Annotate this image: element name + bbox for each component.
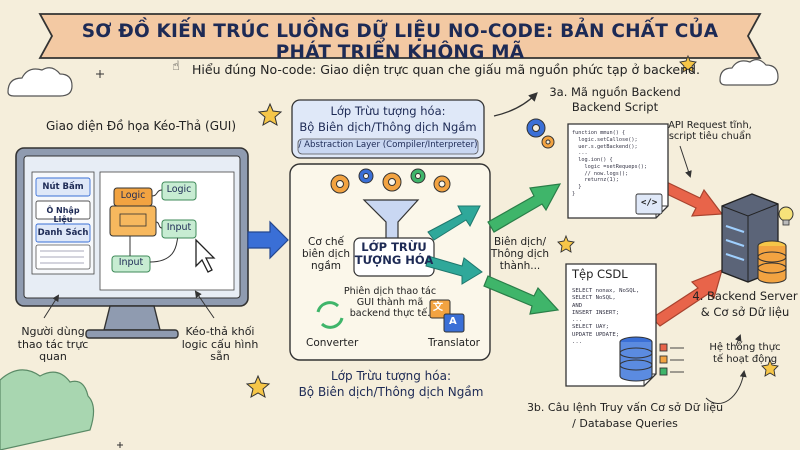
arrow-to-database bbox=[483, 275, 560, 315]
abstraction-title-line1: Lớp Trừu tượng hóa: bbox=[330, 104, 446, 118]
arrow-database-to-server bbox=[651, 268, 723, 327]
star-icon bbox=[679, 54, 697, 73]
backend-title-line2: Backend Script bbox=[571, 100, 659, 114]
star-icon bbox=[245, 374, 271, 399]
logic-block-a-label: Logic bbox=[120, 190, 146, 201]
abstraction-title-line2: Bộ Biên dịch/Thông dịch Ngầm bbox=[299, 120, 477, 134]
database-caption-line2: / Database Queries bbox=[572, 417, 678, 430]
backend-note: API Request tĩnh, script tiêu chuẩn bbox=[668, 120, 752, 143]
abstraction-title-box bbox=[291, 99, 485, 159]
converter-label: Converter bbox=[306, 337, 359, 349]
gear-icon bbox=[433, 175, 451, 193]
core-label-box bbox=[353, 237, 435, 277]
backend-title-line1: 3a. Mã nguồn Backend bbox=[549, 85, 681, 99]
recycle-arrows-icon bbox=[316, 301, 344, 329]
star-icon bbox=[557, 234, 575, 253]
gear-icon bbox=[410, 168, 426, 184]
translator-label: Translator bbox=[428, 337, 480, 349]
database-code: SELECT nonax, NoSQL, SELECT NoSQL, AND I… bbox=[572, 288, 640, 345]
gui-caption-right: Kéo-thả khối logic cấu hình sẵn bbox=[181, 325, 259, 364]
abstraction-footer-line1: Lớp Trừu tượng hóa: bbox=[330, 369, 452, 383]
abstraction-footer-line2: Bộ Biên dịch/Thông dịch Ngầm bbox=[298, 385, 484, 399]
arrow-abstraction-teal bbox=[425, 205, 483, 285]
backend-code: function mmun() { logic.setCallose(); ue… bbox=[572, 130, 647, 197]
server-title-line2: & Cơ sở Dữ liệu bbox=[700, 305, 790, 319]
backend-script-document bbox=[567, 123, 669, 219]
database-caption-line1: 3b. Câu lệnh Truy vấn Cơ sở Dữ liệu bbox=[526, 401, 724, 414]
cursor-icon bbox=[195, 238, 216, 273]
code-brackets-icon: </> bbox=[641, 198, 658, 208]
sparkle-decoration bbox=[96, 70, 123, 448]
translate-glyph-b: A bbox=[449, 316, 457, 327]
component-panel bbox=[31, 171, 95, 275]
input-block-a-label: Input bbox=[166, 222, 192, 233]
gear-icon bbox=[382, 172, 402, 192]
arrow-gui-to-abstraction bbox=[247, 220, 289, 260]
checklist-icon bbox=[659, 343, 684, 376]
flow-label: Biên dịch/ Thông dịch thành... bbox=[490, 236, 550, 273]
arrow-to-backend-script bbox=[487, 183, 562, 233]
gui-caption-left: Người dùng thao tác trực quan bbox=[17, 325, 89, 364]
gear-icon bbox=[526, 118, 546, 138]
gui-heading: Giao diện Đồ họa Kéo-Thả (GUI) bbox=[46, 119, 237, 133]
gear-icon bbox=[358, 168, 374, 184]
abstraction-title-line3: / Abstraction Layer (Compiler/Interprete… bbox=[298, 140, 478, 150]
database-icon bbox=[757, 240, 787, 284]
lightbulb-icon bbox=[778, 206, 794, 226]
page-title: SƠ ĐỒ KIẾN TRÚC LUỒNG DỮ LIỆU NO-CODE: B… bbox=[81, 21, 719, 63]
server-note: Hệ thống thực tế hoạt động bbox=[709, 342, 781, 365]
title-banner bbox=[38, 13, 762, 59]
star-icon bbox=[257, 102, 283, 127]
logic-block-b-label: Logic bbox=[166, 184, 192, 195]
input-block-b-label: Input bbox=[118, 257, 144, 268]
component-button-label: Nút Bấm bbox=[42, 182, 84, 192]
gear-icon bbox=[541, 135, 555, 149]
pointer-lines bbox=[43, 290, 215, 319]
pointing-hand-icon: ☝ bbox=[172, 59, 180, 74]
cloud-icon bbox=[719, 59, 779, 86]
arrow-to-backend-thin bbox=[493, 92, 538, 117]
database-icon bbox=[619, 336, 653, 382]
cloud-icon bbox=[7, 67, 73, 97]
abstraction-description: Phiên dịch thao tác GUI thành mã backend… bbox=[343, 286, 437, 320]
component-input-label: Ô Nhập Liệu bbox=[46, 206, 80, 225]
bush-decoration bbox=[0, 369, 95, 450]
database-title: Tệp CSDL bbox=[572, 267, 628, 281]
translate-glyph-a: 文 bbox=[433, 302, 443, 313]
gear-icon bbox=[330, 174, 350, 194]
translate-icon bbox=[429, 299, 465, 333]
core-label: LỚP TRỪU TƯỢNG HÓA bbox=[354, 240, 434, 268]
star-icon bbox=[761, 358, 779, 377]
component-list-label: Danh Sách bbox=[37, 228, 89, 238]
arrow-note-lines bbox=[679, 145, 747, 404]
subtitle: Hiểu đúng No-code: Giao diện trực quan c… bbox=[192, 62, 700, 77]
server-title-line1: 4. Backend Server bbox=[692, 289, 798, 303]
mechanism-label: Cơ chế biên dịch ngầm bbox=[301, 236, 351, 273]
